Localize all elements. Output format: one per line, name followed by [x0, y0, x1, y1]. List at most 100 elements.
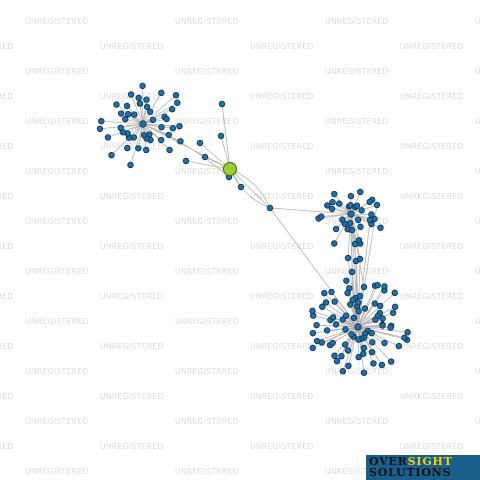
- watermark-text: UNREGISTERED: [0, 142, 14, 151]
- graph-node: [373, 201, 381, 209]
- graph-edge: [269, 207, 352, 215]
- watermark-text: UNREGISTERED: [400, 392, 464, 401]
- watermark-text: UNREGISTERED: [25, 317, 89, 326]
- watermark-text: UNREGISTERED: [0, 342, 14, 351]
- watermark-text: UNREGISTERED: [175, 67, 239, 76]
- graph-node: [347, 301, 354, 308]
- watermark-text: UNREGISTERED: [250, 42, 314, 51]
- graph-edge: [137, 123, 144, 149]
- graph-node: [182, 157, 190, 165]
- graph-node: [348, 331, 355, 338]
- graph-node: [177, 138, 184, 145]
- graph-node: [379, 315, 386, 322]
- graph-node: [366, 216, 374, 224]
- graph-node: [104, 134, 112, 141]
- graph-node: [98, 117, 105, 125]
- graph-node: [335, 200, 343, 207]
- watermark-text: UNREGISTERED: [400, 42, 464, 51]
- logo-line-2: SOLUTIONS: [369, 466, 452, 479]
- watermark-text: UNREGISTERED: [250, 242, 314, 251]
- graph-node: [355, 216, 362, 224]
- watermark-text: UNREGISTERED: [475, 17, 480, 26]
- graph-edge: [120, 113, 144, 125]
- graph-node: [169, 125, 177, 132]
- graph-node: [370, 360, 377, 367]
- graph-node: [117, 124, 124, 132]
- graph-node: [379, 322, 386, 329]
- graph-edge: [357, 326, 391, 328]
- graph-node: [328, 288, 335, 296]
- graph-node: [124, 144, 131, 152]
- watermark-text: UNREGISTERED: [100, 292, 164, 301]
- graph-node: [338, 352, 345, 360]
- graph-node: [348, 226, 356, 234]
- watermark-text: UNREGISTERED: [100, 192, 164, 201]
- graph-node: [342, 326, 349, 333]
- graph-edge: [357, 326, 408, 333]
- graph-node: [344, 289, 351, 297]
- watermark-text: UNREGISTERED: [250, 442, 314, 451]
- graph-node: [331, 190, 338, 198]
- graph-node: [339, 216, 346, 223]
- graph-node: [321, 289, 328, 297]
- watermark-text: UNREGISTERED: [250, 342, 314, 351]
- watermark-text: UNREGISTERED: [400, 192, 464, 201]
- graph-node: [127, 91, 135, 98]
- watermark-text: UNREGISTERED: [400, 342, 464, 351]
- graph-node: [355, 299, 362, 306]
- graph-node: [376, 302, 384, 310]
- watermark-text: UNREGISTERED: [325, 467, 389, 476]
- watermark-text: UNREGISTERED: [0, 42, 14, 51]
- graph-node: [381, 283, 388, 290]
- watermark-text: UNREGISTERED: [25, 417, 89, 426]
- watermark-text: UNREGISTERED: [0, 442, 14, 451]
- watermark-text: UNREGISTERED: [325, 17, 389, 26]
- graph-edge: [321, 213, 352, 217]
- watermark-text: UNREGISTERED: [25, 467, 89, 476]
- graph-node: [377, 224, 384, 231]
- graph-node: [140, 131, 148, 139]
- graph-node: [387, 324, 394, 331]
- graph-edge: [333, 193, 352, 215]
- graph-edge: [357, 326, 365, 373]
- watermark-text: UNREGISTERED: [0, 192, 14, 201]
- graph-edge: [325, 302, 359, 328]
- graph-edge: [347, 292, 359, 328]
- graph-node: [328, 205, 336, 213]
- graph-node: [355, 308, 362, 315]
- graph-node: [309, 344, 316, 352]
- graph-node: [353, 202, 361, 209]
- graph-node: [108, 151, 115, 159]
- graph-node: [342, 341, 349, 348]
- graph-node: [322, 299, 330, 306]
- graph-node: [117, 110, 125, 117]
- graph-node: [313, 321, 320, 329]
- graph-node: [342, 312, 350, 319]
- watermark-text: UNREGISTERED: [25, 167, 89, 176]
- graph-edge: [130, 123, 144, 166]
- graph-node: [389, 309, 397, 317]
- watermark-text: UNREGISTERED: [25, 67, 89, 76]
- graph-node: [201, 153, 209, 161]
- graph-edge: [101, 120, 144, 125]
- watermark-text: UNREGISTERED: [400, 442, 464, 451]
- graph-node: [360, 344, 368, 352]
- graph-node: [401, 334, 408, 341]
- graph-node: [344, 347, 352, 354]
- watermark-text: UNREGISTERED: [400, 142, 464, 151]
- graph-node: [196, 139, 204, 147]
- watermark-text: UNREGISTERED: [325, 167, 389, 176]
- watermark-text: UNREGISTERED: [175, 367, 239, 376]
- graph-node: [313, 337, 321, 345]
- graph-edge: [350, 213, 381, 229]
- graph-node: [309, 329, 317, 337]
- graph-node: [168, 106, 176, 113]
- graph-node: [378, 361, 386, 369]
- graph-node: [146, 108, 154, 115]
- graph-node: [331, 298, 338, 305]
- graph-node: [395, 342, 403, 350]
- graph-node: [113, 101, 120, 108]
- graph-edge: [321, 326, 359, 343]
- graph-node: [355, 336, 362, 343]
